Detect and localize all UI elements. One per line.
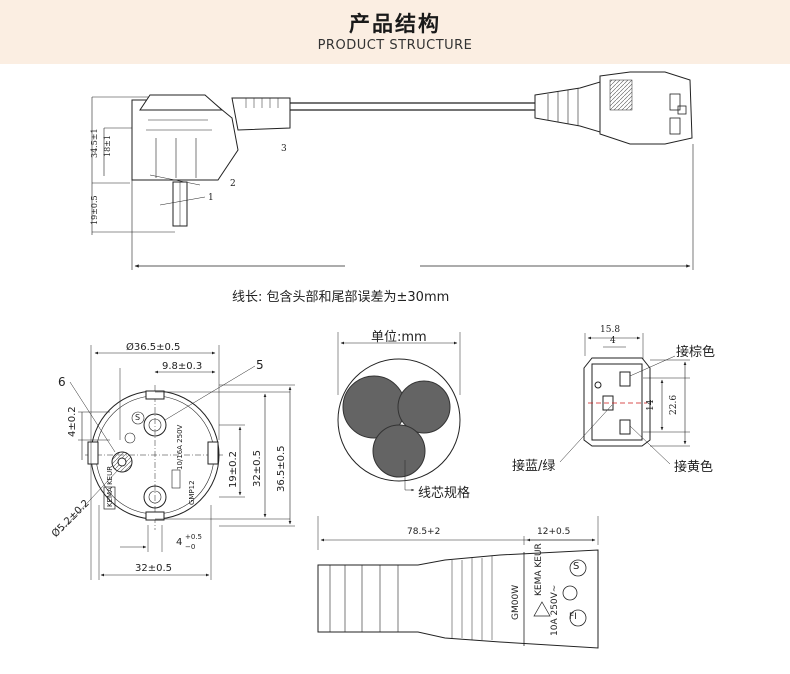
wire-brown-label: 接棕色 <box>676 345 716 360</box>
dim-outer-diameter: Ø36.5±0.5 <box>126 342 181 353</box>
dim-pin-spacing: 4±0.2 <box>67 406 78 437</box>
dim-connector-length: 78.5+2 <box>407 527 441 537</box>
dim-offset: 9.8±0.3 <box>162 361 203 372</box>
iec-connector-face <box>559 333 690 465</box>
dim-connector-width-inner: 4 <box>610 336 616 346</box>
dim-tol-plus: +0.5 <box>185 533 202 541</box>
callout-5: 5 <box>256 358 264 372</box>
dim-tol-base: 4 <box>176 537 183 548</box>
top-view-drawing <box>91 71 694 270</box>
side-rating-marking: 10A 250V~ <box>550 584 560 636</box>
unit-label: 单位:mm <box>371 330 427 345</box>
cable-cross-section <box>337 332 461 492</box>
dim-tol-minus: −0 <box>185 543 196 551</box>
callout-3: 3 <box>281 144 287 154</box>
core-spec-label: 线芯规格 <box>418 486 471 501</box>
callout-1: 1 <box>208 193 214 203</box>
dim-height-inner: 18±1 <box>103 135 112 157</box>
plug-s-mark: S <box>135 413 141 422</box>
side-cert-marking: KEMA KEUR <box>534 543 544 596</box>
cable-length-note: 线长: 包含头部和尾部误差为±30mm <box>232 290 450 305</box>
dim-connector-height-outer: 22.6 <box>669 394 679 415</box>
page-subtitle: PRODUCT STRUCTURE <box>317 38 473 53</box>
side-brand-marking: GM00W <box>511 584 521 620</box>
wire-blue-green-label: 接蓝/绿 <box>512 459 556 474</box>
plug-rating-marking: 10/16A 250V <box>176 424 184 470</box>
dim-connector-height-inner: 14 <box>646 399 656 411</box>
connector-side-view <box>317 516 599 649</box>
dim-height-total: 34.5±1 <box>90 128 99 158</box>
callout-2: 2 <box>230 179 236 189</box>
plug-cert-marking: KEMA KEUR <box>106 465 114 507</box>
header-band <box>0 0 790 64</box>
dim-body-height: 32±0.5 <box>252 449 263 487</box>
callout-6: 6 <box>58 375 66 389</box>
dim-width: 32±0.5 <box>135 563 173 574</box>
plug-face-drawing <box>61 345 295 580</box>
wire-yellow-label: 接黄色 <box>674 460 714 475</box>
plug-brand-marking: GMP12 <box>188 480 196 505</box>
dim-total-height: 36.5±0.5 <box>276 445 287 492</box>
dim-contact-height: 19±0.2 <box>228 450 239 488</box>
side-fi-mark: FI <box>569 612 577 622</box>
side-s-mark: S <box>573 561 580 572</box>
dim-head-length: 12+0.5 <box>537 527 571 537</box>
dim-pin-length: 19±0.5 <box>90 195 99 225</box>
dim-connector-width-top: 15.8 <box>600 325 621 335</box>
page-title: 产品结构 <box>349 12 441 36</box>
